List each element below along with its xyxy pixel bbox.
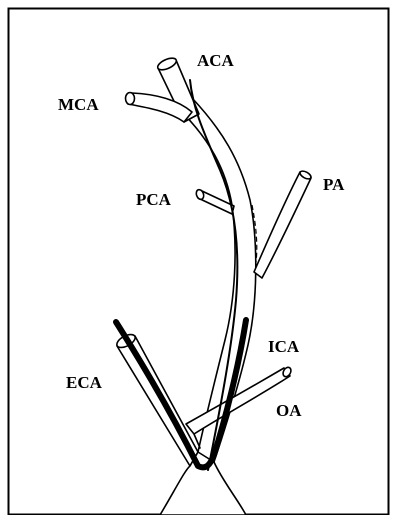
label-pca: PCA <box>136 190 172 209</box>
label-aca: ACA <box>197 51 235 70</box>
common-trunk <box>160 452 246 515</box>
label-eca: ECA <box>66 373 103 392</box>
pa-vessel <box>254 172 311 278</box>
label-ica: ICA <box>268 337 300 356</box>
label-mca: MCA <box>58 95 99 114</box>
pca-vessel-opening <box>195 189 205 201</box>
label-oa: OA <box>276 401 302 420</box>
figure-frame <box>9 9 389 515</box>
mca-vessel-opening <box>126 93 135 105</box>
label-pa: PA <box>323 175 345 194</box>
